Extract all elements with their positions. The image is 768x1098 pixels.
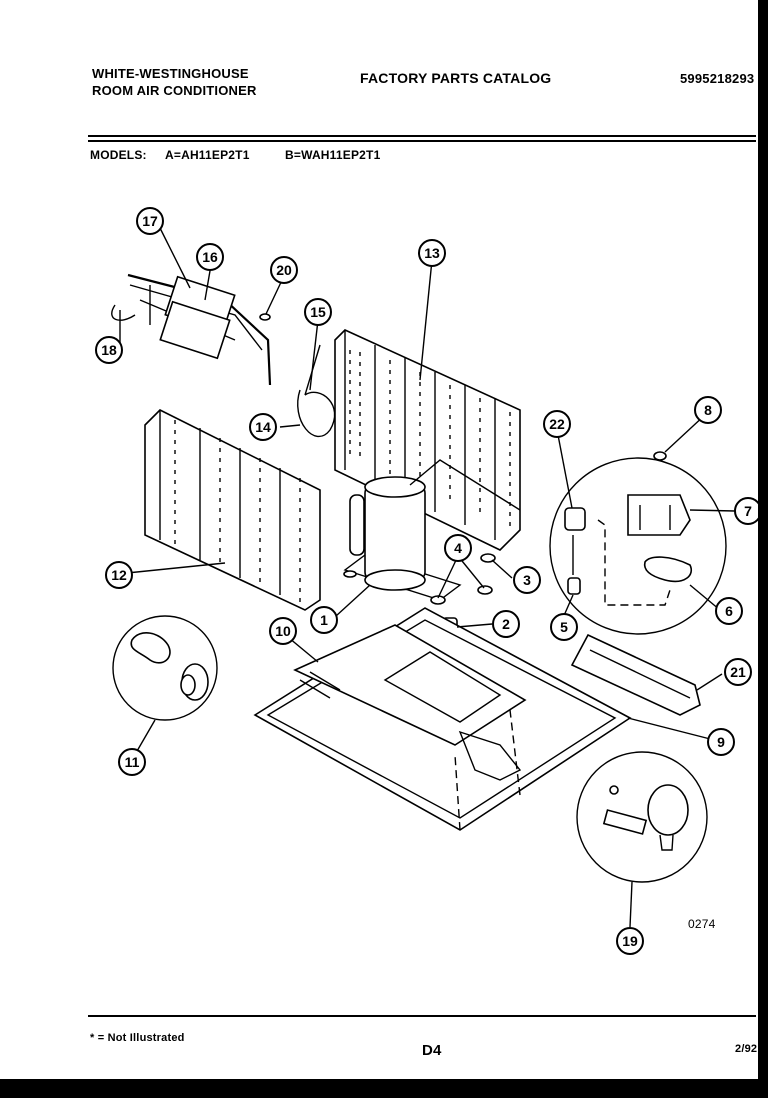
svg-text:11: 11 [125, 754, 140, 770]
figure-code: 0274 [688, 917, 716, 931]
svg-text:17: 17 [142, 213, 158, 229]
footer-date: 2/92 [735, 1043, 758, 1055]
callout-6: 6 [715, 597, 743, 625]
model-b: B=WAH11EP2T1 [285, 148, 381, 162]
svg-text:3: 3 [523, 572, 531, 588]
svg-text:12: 12 [111, 567, 127, 583]
svg-text:18: 18 [101, 342, 117, 358]
control-bracket [111, 273, 272, 386]
brand-line-1: WHITE-WESTINGHOUSE [92, 66, 249, 81]
callout-5: 5 [550, 613, 578, 641]
models-label: MODELS: [90, 148, 147, 162]
overload-protector [564, 507, 586, 595]
svg-text:6: 6 [725, 603, 733, 619]
svg-text:2: 2 [502, 616, 510, 632]
model-a: A=AH11EP2T1 [165, 148, 250, 162]
page-number: D4 [422, 1042, 442, 1059]
callout-17: 17 [136, 207, 164, 235]
callout-12: 12 [105, 561, 133, 589]
callout-4: 4 [444, 534, 472, 562]
callout-11: 11 [118, 748, 146, 776]
terminal-cover-detail [549, 451, 727, 635]
callout-8: 8 [694, 396, 722, 424]
catalog-title: FACTORY PARTS CATALOG [360, 70, 552, 86]
callout-2: 2 [492, 610, 520, 638]
svg-text:22: 22 [549, 416, 565, 432]
callout-18: 18 [95, 336, 123, 364]
compressor [343, 459, 521, 601]
svg-text:14: 14 [255, 419, 271, 435]
callout-7: 7 [734, 497, 758, 525]
svg-text:5: 5 [560, 619, 568, 635]
screw-20 [259, 313, 271, 321]
exploded-parts-diagram: 1 2 3 4 5 6 7 8 9 10 11 12 13 14 15 16 1… [95, 207, 758, 955]
callout-15: 15 [304, 298, 332, 326]
motor-detail [576, 751, 708, 883]
callout-20: 20 [270, 256, 298, 284]
callout-9: 9 [707, 728, 735, 756]
base-pan [253, 607, 632, 831]
header-rule-top [88, 135, 756, 137]
capillary-tube [297, 344, 336, 438]
grommets [343, 553, 496, 605]
callout-21: 21 [724, 658, 752, 686]
svg-text:4: 4 [454, 540, 462, 556]
svg-text:19: 19 [622, 933, 638, 949]
svg-text:16: 16 [202, 249, 218, 265]
parts-catalog-page: WHITE-WESTINGHOUSE ROOM AIR CONDITIONER … [0, 0, 758, 1079]
evaporator-coil [144, 409, 321, 611]
callout-1: 1 [310, 606, 338, 634]
shroud-strip [570, 633, 701, 716]
condenser-coil [334, 329, 521, 551]
svg-text:8: 8 [704, 402, 712, 418]
footer-note: * = Not Illustrated [90, 1032, 185, 1044]
catalog-number: 5995218293 [680, 71, 755, 86]
callout-3: 3 [513, 566, 541, 594]
svg-text:13: 13 [424, 245, 440, 261]
callout-22: 22 [543, 410, 571, 438]
svg-text:7: 7 [744, 503, 752, 519]
callout-13: 13 [418, 239, 446, 267]
svg-text:1: 1 [320, 612, 328, 628]
svg-text:20: 20 [276, 262, 292, 278]
callout-16: 16 [196, 243, 224, 271]
callout-14: 14 [249, 413, 277, 441]
svg-text:9: 9 [717, 734, 725, 750]
leader-lines [119, 227, 736, 928]
callout-10: 10 [269, 617, 297, 645]
footer-rule [88, 1015, 756, 1017]
clamp-detail [112, 615, 218, 721]
svg-text:10: 10 [275, 623, 291, 639]
svg-text:15: 15 [310, 304, 326, 320]
svg-text:21: 21 [730, 664, 746, 680]
header-rule-bottom [88, 140, 756, 142]
callout-19: 19 [616, 927, 644, 955]
brand-line-2: ROOM AIR CONDITIONER [92, 83, 257, 98]
